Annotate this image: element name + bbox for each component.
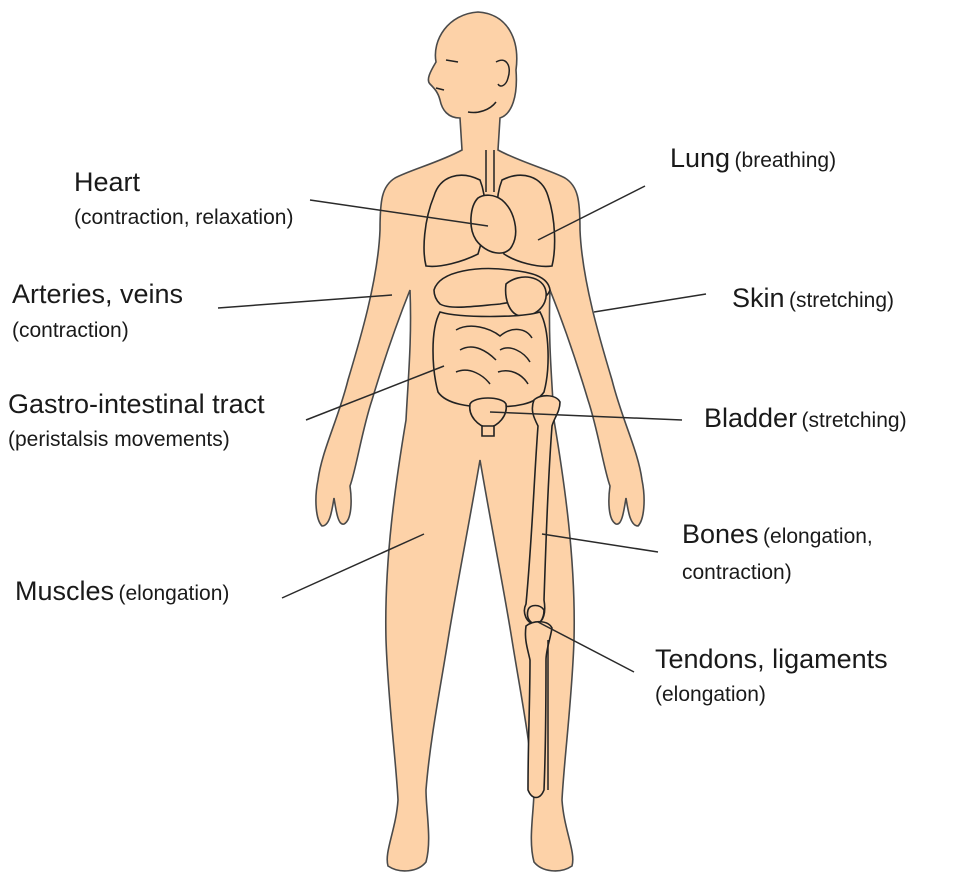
skin-label-line: Skin (stretching): [732, 282, 894, 316]
bones-label: Bones: [682, 519, 759, 549]
muscles-label-line: Muscles (elongation): [15, 575, 229, 609]
tendons-label: Tendons, ligaments: [655, 643, 888, 677]
body-silhouette: [316, 12, 644, 871]
muscles-detail: (elongation): [118, 582, 229, 605]
large-intestine: [433, 312, 548, 406]
bones-detail: (elongation,: [763, 525, 873, 548]
heart-detail: (contraction, relaxation): [74, 205, 293, 231]
bladder-label-line: Bladder (stretching): [704, 402, 907, 436]
bladder-detail: (stretching): [802, 409, 907, 432]
gi-label: Gastro-intestinal tract: [8, 388, 265, 422]
bones-label-line: Bones (elongation,: [682, 518, 873, 552]
heart-label: Heart: [74, 166, 140, 200]
skin-detail: (stretching): [789, 289, 894, 312]
muscles-label: Muscles: [15, 576, 114, 606]
arteries-detail: (contraction): [12, 318, 129, 344]
lung-detail: (breathing): [735, 149, 837, 172]
bones-detail-2: contraction): [682, 560, 792, 586]
arteries-label: Arteries, veins: [12, 278, 183, 312]
skin-leader: [594, 294, 706, 312]
lung-label-line: Lung (breathing): [670, 142, 836, 176]
skin-label: Skin: [732, 283, 785, 313]
lung-label: Lung: [670, 143, 730, 173]
arteries-leader: [218, 295, 392, 308]
urethra: [482, 426, 494, 436]
tendons-detail: (elongation): [655, 682, 766, 708]
bladder-label: Bladder: [704, 403, 797, 433]
gi-detail: (peristalsis movements): [8, 427, 230, 453]
